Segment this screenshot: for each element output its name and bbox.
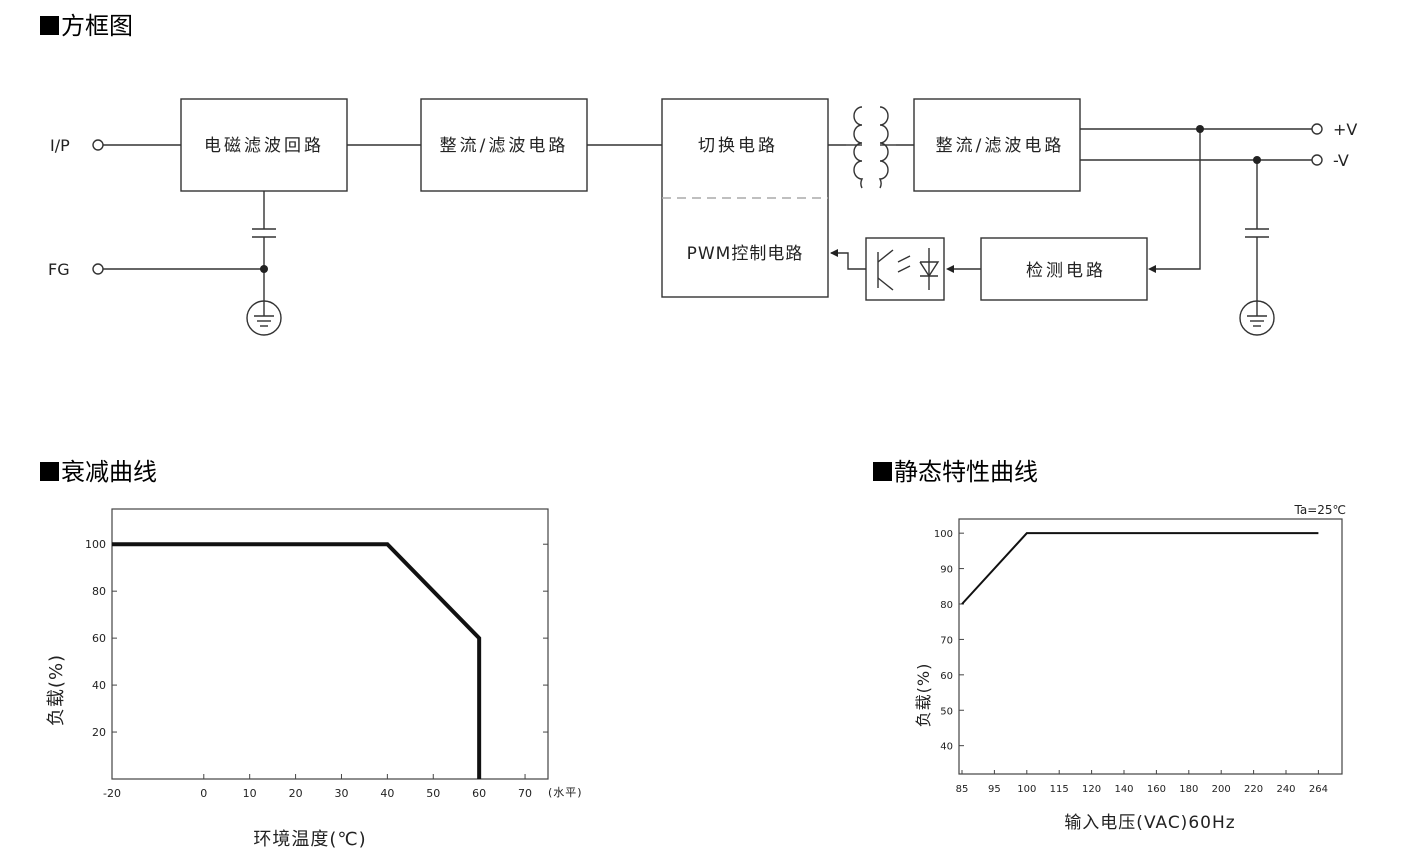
- derating-y-label: 负载(%): [46, 654, 67, 726]
- block-rect1-label: 整流/滤波电路: [440, 136, 569, 156]
- x-tick-label: 70: [518, 787, 532, 800]
- x-tick-label: 120: [1082, 784, 1101, 795]
- square-bullet-icon: [40, 16, 59, 35]
- derating-plot-frame: [111, 508, 549, 780]
- block-detect-label: 检测电路: [1026, 261, 1106, 281]
- derating-x-label: 环境温度(℃): [253, 829, 366, 850]
- derating-x-unit-note: (水平): [548, 786, 583, 799]
- section-title-derating: 衰减曲线: [40, 452, 157, 487]
- x-tick-label: 220: [1244, 784, 1263, 795]
- terminal-vneg-label: -V: [1333, 151, 1349, 170]
- x-tick-label: -20: [103, 787, 121, 800]
- y-tick-label: 80: [92, 585, 106, 598]
- square-bullet-icon: [40, 462, 59, 481]
- x-tick-label: 60: [472, 787, 486, 800]
- y-tick-label: 50: [940, 706, 953, 717]
- x-tick-label: 100: [1017, 784, 1036, 795]
- section-title-block-diagram: 方框图: [40, 6, 133, 41]
- x-tick-label: 264: [1309, 784, 1328, 795]
- y-tick-label: 60: [940, 671, 953, 682]
- section-title-static: 静态特性曲线: [873, 452, 1038, 487]
- static-plot-frame: [958, 518, 1343, 775]
- x-tick-label: 50: [426, 787, 440, 800]
- static-x-label: 输入电压(VAC)60Hz: [1064, 813, 1235, 833]
- y-tick-label: 100: [934, 529, 953, 540]
- static-annotation: Ta=25℃: [1294, 503, 1347, 517]
- terminal-fg-label: FG: [48, 260, 70, 279]
- x-tick-label: 115: [1050, 784, 1069, 795]
- derating-series-line: [112, 542, 482, 779]
- block-rect2-label: 整流/滤波电路: [936, 136, 1065, 156]
- x-tick-label: 160: [1147, 784, 1166, 795]
- x-tick-label: 85: [956, 784, 969, 795]
- block-pwm-label: PWM控制电路: [687, 244, 804, 264]
- y-tick-label: 40: [92, 679, 106, 692]
- arrow-icon: [830, 249, 838, 257]
- y-tick-label: 20: [92, 726, 106, 739]
- transformer-icon: [846, 106, 896, 189]
- static-y-label: 负载(%): [914, 663, 933, 728]
- arrow-icon: [946, 265, 954, 273]
- arrow-icon: [1148, 265, 1156, 273]
- x-tick-label: 20: [289, 787, 303, 800]
- square-bullet-icon: [873, 462, 892, 481]
- x-tick-label: 40: [380, 787, 394, 800]
- terminal-vpos-label: +V: [1333, 120, 1357, 139]
- terminal-ip-label: I/P: [50, 136, 70, 155]
- x-tick-label: 200: [1212, 784, 1231, 795]
- block-emi-label: 电磁滤波回路: [204, 136, 324, 156]
- y-tick-label: 60: [92, 632, 106, 645]
- block-switch-label: 切换电路: [698, 136, 778, 156]
- y-tick-label: 80: [940, 600, 953, 611]
- x-tick-label: 140: [1114, 784, 1133, 795]
- y-tick-label: 90: [940, 565, 953, 576]
- x-tick-label: 240: [1276, 784, 1295, 795]
- y-tick-label: 100: [85, 538, 106, 551]
- optocoupler-icon: [877, 248, 940, 291]
- x-tick-label: 0: [200, 787, 207, 800]
- x-tick-label: 180: [1179, 784, 1198, 795]
- static-series-line: [961, 532, 1319, 605]
- x-tick-label: 10: [243, 787, 257, 800]
- y-tick-label: 70: [940, 635, 953, 646]
- x-tick-label: 95: [988, 784, 1001, 795]
- x-tick-label: 30: [334, 787, 348, 800]
- y-tick-label: 40: [940, 742, 953, 753]
